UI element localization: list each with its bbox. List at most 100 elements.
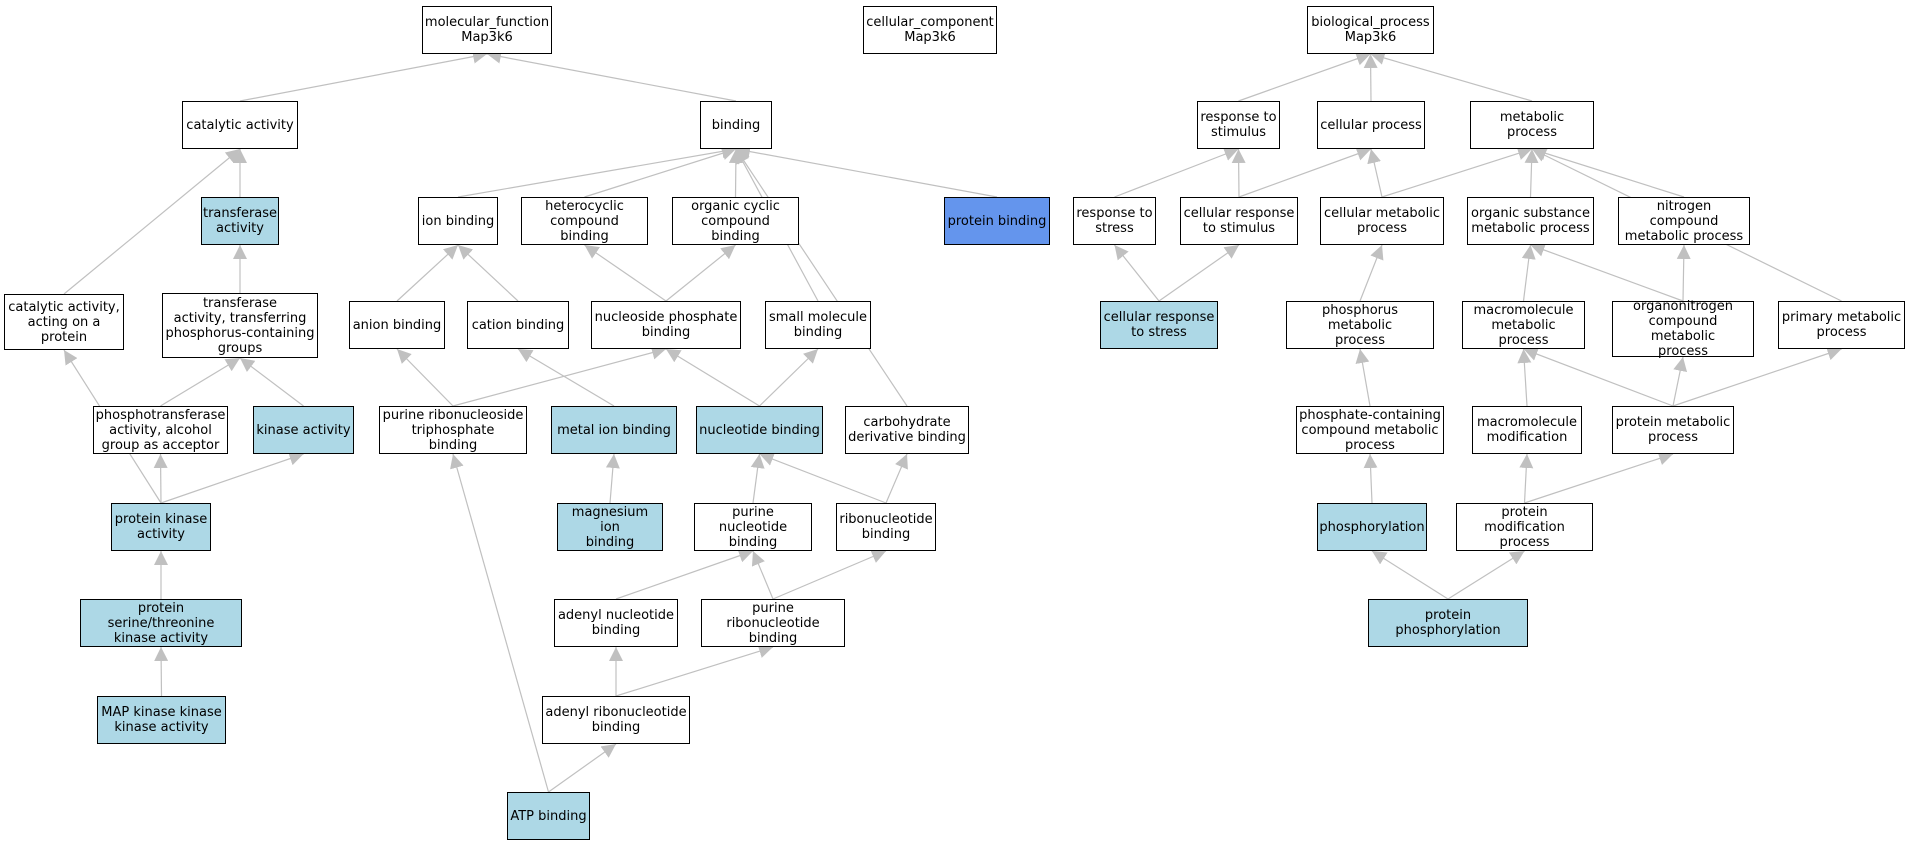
node-organonitrogen[interactable]: organonitrogen compound metabolic proces… xyxy=(1612,299,1754,359)
edge-phosphate_containing-to-phosphorus_metabolic xyxy=(1355,348,1371,407)
node-protein-phosphorylation[interactable]: protein phosphorylation xyxy=(1368,599,1528,647)
node-anion-binding[interactable]: anion binding xyxy=(349,301,445,349)
edge-cellular_response_stimulus-to-response_stimulus xyxy=(1231,148,1246,198)
edge-catalytic_protein-to-catalytic xyxy=(63,148,241,295)
edge-protein_phosphorylation-to-phosphorylation xyxy=(1371,550,1449,600)
node-ion-binding[interactable]: ion binding xyxy=(418,197,498,245)
edge-cellular_response_stress-to-response_stress xyxy=(1114,244,1160,302)
node-ribonucleotide[interactable]: ribonucleotide binding xyxy=(836,503,936,551)
node-cellular-metabolic[interactable]: cellular metabolic process xyxy=(1320,197,1444,245)
node-purine-ribonucleotide[interactable]: purine ribonucleotide binding xyxy=(701,599,845,647)
node-phosphotransferase[interactable]: phosphotransferase activity, alcohol gro… xyxy=(93,406,228,454)
edge-phosphotransferase-to-transferase_phos xyxy=(160,357,241,407)
edge-phosphorus_metabolic-to-cellular_metabolic xyxy=(1359,244,1384,302)
node-phosphate-containing[interactable]: phosphate-containing compound metabolic … xyxy=(1296,406,1444,454)
edge-protein_binding-to-binding xyxy=(735,144,998,198)
edge-protein_modification-to-macromolecule_mod xyxy=(1519,453,1534,504)
node-cellular-process[interactable]: cellular process xyxy=(1317,101,1425,149)
edge-binding-to-mf_root xyxy=(486,49,737,102)
edge-organic_substance-to-metabolic_process xyxy=(1524,148,1539,198)
node-organic-cyclic[interactable]: organic cyclic compound binding xyxy=(672,197,799,245)
edge-macromolecule_mod-to-macromolecule_metabolic xyxy=(1517,348,1532,407)
node-catalytic[interactable]: catalytic activity xyxy=(182,101,298,149)
node-binding[interactable]: binding xyxy=(700,101,772,149)
edge-atp-to-purine_rntp xyxy=(450,453,550,793)
edge-protein_modification-to-protein_metabolic xyxy=(1524,451,1674,504)
node-heterocyclic[interactable]: heterocyclic compound binding xyxy=(521,197,648,245)
node-catalytic-protein[interactable]: catalytic activity, acting on a protein xyxy=(4,294,124,350)
node-response-stress[interactable]: response to stress xyxy=(1073,197,1156,245)
edge-protein_metabolic-to-macromolecule_metabolic xyxy=(1523,347,1674,407)
edge-protein_kinase-to-phosphotransferase xyxy=(153,453,168,504)
edge-organic_cyclic-to-binding xyxy=(728,148,743,198)
node-protein-kinase[interactable]: protein kinase activity xyxy=(111,503,211,551)
edge-protein_kinase-to-kinase xyxy=(160,451,304,504)
node-protein-metabolic[interactable]: protein metabolic process xyxy=(1612,406,1734,454)
edge-cellular_process-to-bp_root xyxy=(1363,53,1378,102)
node-adenyl-ribonucleotide[interactable]: adenyl ribonucleotide binding xyxy=(542,696,690,744)
node-cellular-response-stress[interactable]: cellular response to stress xyxy=(1100,301,1218,349)
edge-macromolecule_metabolic-to-organic_substance xyxy=(1521,244,1536,302)
edge-cellular_response_stress-to-cellular_response_stimulus xyxy=(1158,244,1240,302)
node-purine-nucleotide[interactable]: purine nucleotide binding xyxy=(694,503,812,551)
node-macromolecule-mod[interactable]: macromolecule modification xyxy=(1472,406,1582,454)
node-atp[interactable]: ATP binding xyxy=(507,792,590,840)
edge-organonitrogen-to-nitrogen_compound xyxy=(1676,244,1691,302)
edge-nitrogen_compound-to-metabolic_process xyxy=(1531,146,1685,198)
edge-purine_nucleotide-to-nucleotide xyxy=(750,453,765,504)
edge-ion_binding-to-binding xyxy=(457,144,737,198)
edge-adenyl_nucleotide-to-purine_nucleotide xyxy=(615,549,754,600)
node-small-molecule[interactable]: small molecule binding xyxy=(765,301,871,349)
node-mf-root[interactable]: molecular_function Map3k6 xyxy=(422,6,552,54)
edge-heterocyclic-to-binding xyxy=(584,146,737,198)
edge-adenyl_ribonucleotide-to-purine_ribonucleotide xyxy=(615,644,774,697)
node-purine-rntp[interactable]: purine ribonucleoside triphosphate bindi… xyxy=(379,406,527,454)
edge-carbohydrate_deriv-to-binding xyxy=(735,148,908,407)
edge-nucleotide-to-nucleoside_phosphate xyxy=(665,348,760,407)
edge-metabolic_process-to-bp_root xyxy=(1370,51,1533,102)
node-nitrogen-compound[interactable]: nitrogen compound metabolic process xyxy=(1618,197,1750,245)
edge-purine_ribonucleotide-to-ribonucleotide xyxy=(772,550,887,600)
node-bp-root[interactable]: biological_process Map3k6 xyxy=(1307,6,1434,54)
node-kinase[interactable]: kinase activity xyxy=(253,406,354,454)
edge-purine_rntp-to-anion_binding xyxy=(396,348,454,407)
edge-ribonucleotide-to-nucleotide xyxy=(759,452,887,504)
node-map3k[interactable]: MAP kinase kinase kinase activity xyxy=(97,696,226,744)
node-nucleotide[interactable]: nucleotide binding xyxy=(696,406,823,454)
node-cation-binding[interactable]: cation binding xyxy=(467,301,569,349)
node-adenyl-nucleotide[interactable]: adenyl nucleotide binding xyxy=(554,599,678,647)
node-primary-metabolic[interactable]: primary metabolic process xyxy=(1778,301,1905,349)
node-phosphorus-metabolic[interactable]: phosphorus metabolic process xyxy=(1286,301,1434,349)
edge-response_stress-to-response_stimulus xyxy=(1114,147,1239,198)
node-transferase[interactable]: transferase activity xyxy=(201,197,279,245)
node-protein-modification[interactable]: protein modification process xyxy=(1456,503,1593,551)
edge-phosphorylation-to-phosphate_containing xyxy=(1363,453,1378,504)
edge-protein_phosphorylation-to-protein_modification xyxy=(1447,550,1525,600)
edge-metal_ion-to-cation_binding xyxy=(517,348,615,407)
edge-map3k-to-ser_thr_kinase xyxy=(154,646,169,697)
node-ser-thr-kinase[interactable]: protein serine/threonine kinase activity xyxy=(80,599,242,647)
edge-organonitrogen-to-organic_substance xyxy=(1530,243,1684,302)
node-response-stimulus[interactable]: response to stimulus xyxy=(1197,101,1280,149)
edge-cellular_metabolic-to-metabolic_process xyxy=(1381,146,1533,198)
edge-atp-to-adenyl_ribonucleotide xyxy=(548,743,617,793)
node-transferase-phos[interactable]: transferase activity, transferring phosp… xyxy=(162,293,318,358)
node-phosphorylation[interactable]: phosphorylation xyxy=(1317,503,1427,551)
edge-purine_ribonucleotide-to-purine_nucleotide xyxy=(751,550,774,600)
edge-anion_binding-to-ion_binding xyxy=(396,244,459,302)
node-protein-binding[interactable]: protein binding xyxy=(944,197,1050,245)
node-organic-substance[interactable]: organic substance metabolic process xyxy=(1467,197,1594,245)
node-cc-root[interactable]: cellular_component Map3k6 xyxy=(863,6,997,54)
edge-nucleoside_phosphate-to-organic_cyclic xyxy=(665,244,736,302)
node-nucleoside-phosphate[interactable]: nucleoside phosphate binding xyxy=(591,301,741,349)
node-macromolecule-metabolic[interactable]: macromolecule metabolic process xyxy=(1462,301,1585,349)
edge-cellular_metabolic-to-cellular_process xyxy=(1367,148,1383,198)
node-cellular-response-stimulus[interactable]: cellular response to stimulus xyxy=(1180,197,1298,245)
node-metabolic-process[interactable]: metabolic process xyxy=(1470,101,1594,149)
node-carbohydrate-deriv[interactable]: carbohydrate derivative binding xyxy=(845,406,969,454)
edge-protein_metabolic-to-organonitrogen xyxy=(1672,356,1688,407)
edge-response_stimulus-to-bp_root xyxy=(1238,52,1371,102)
node-metal-ion[interactable]: metal ion binding xyxy=(551,406,677,454)
node-magnesium[interactable]: magnesium ion binding xyxy=(557,503,663,551)
